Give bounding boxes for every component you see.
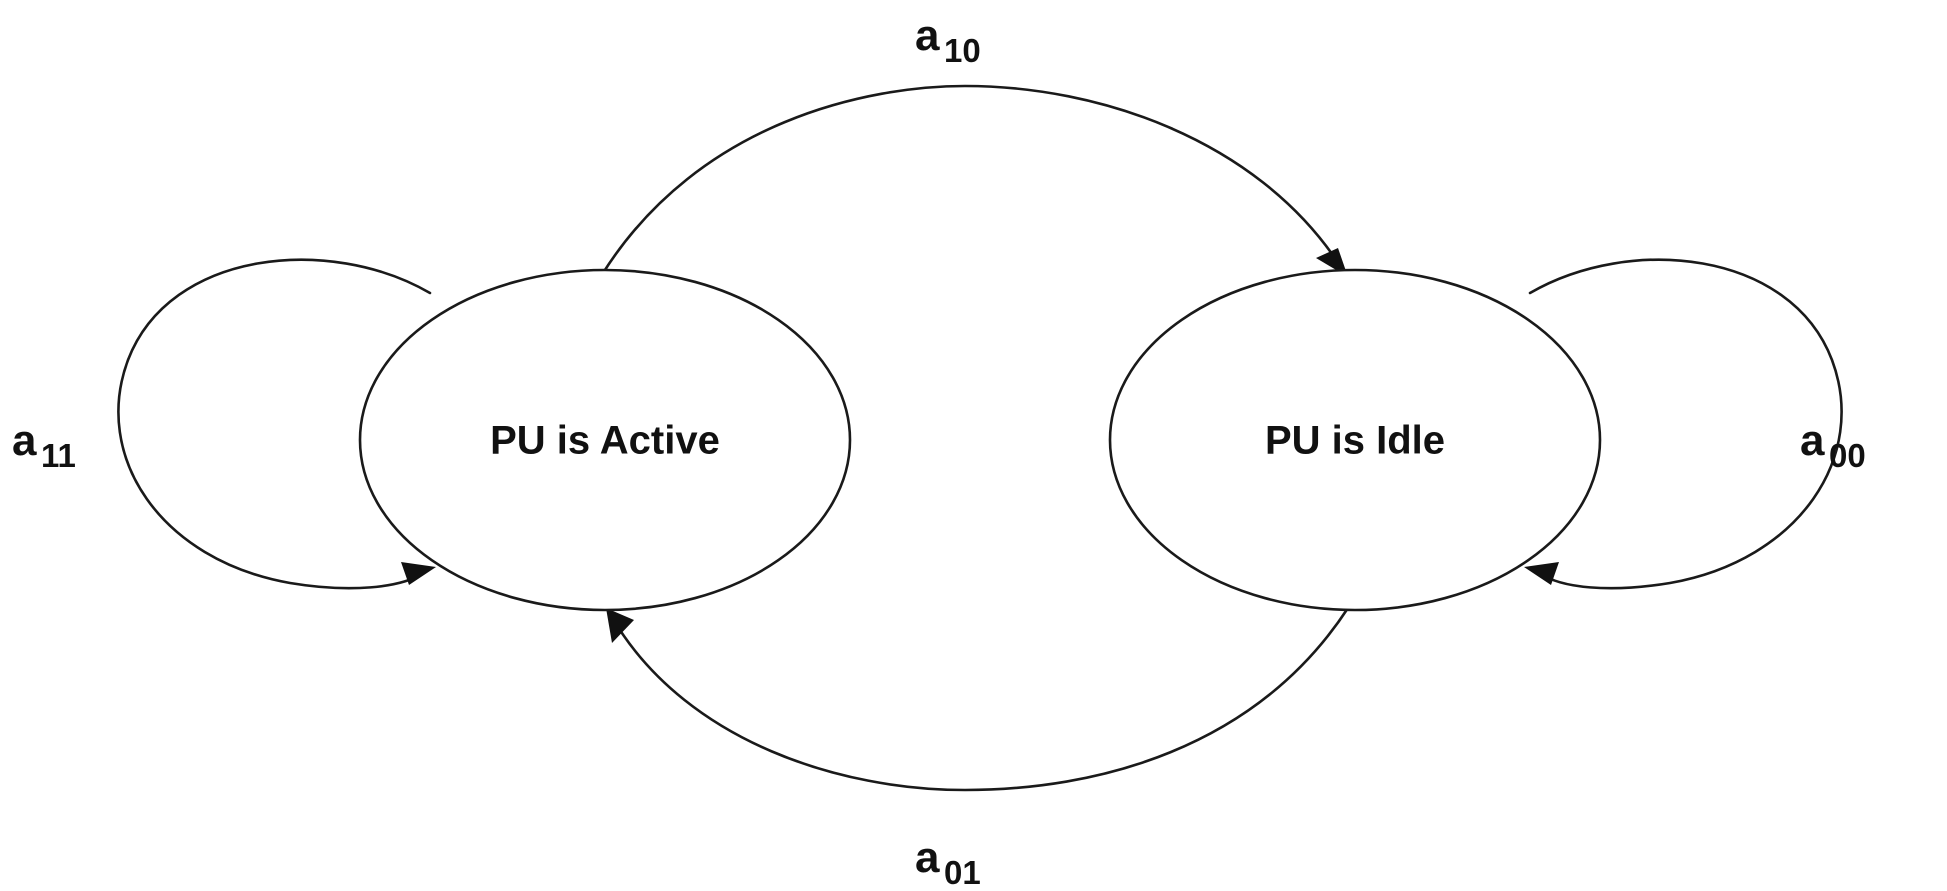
transition-a00-label-base: a (1800, 416, 1825, 465)
transition-a00-path (1528, 258, 1843, 590)
transition-a00-arrowhead (1524, 562, 1559, 585)
transition-a01-path (614, 606, 1350, 792)
transition-a11-label-subscript: 11 (41, 437, 76, 474)
state-node-idle-shape (1108, 268, 1602, 612)
transition-a01[interactable] (606, 606, 1350, 792)
transition-a11-label: a 11 (12, 416, 76, 474)
transition-a00-label: a 00 (1800, 416, 1866, 474)
transition-a11-path (117, 258, 432, 590)
transition-a00-label-subscript: 00 (1829, 437, 1866, 474)
transition-a01-label-base: a (915, 833, 940, 882)
state-node-idle[interactable]: PU is Idle (1108, 268, 1602, 612)
transition-a01-label: a 01 (915, 833, 981, 891)
state-node-idle-label: PU is Idle (1265, 419, 1445, 463)
transition-a11-arrowhead (401, 562, 436, 585)
transition-a01-arrowhead (606, 608, 634, 643)
transition-a00[interactable] (1524, 258, 1843, 590)
state-node-active[interactable]: PU is Active (358, 268, 852, 612)
transition-a10-label: a 10 (915, 11, 981, 69)
transition-a11-label-base: a (12, 416, 37, 465)
transition-a10-label-subscript: 10 (944, 32, 981, 69)
state-node-active-shape (358, 268, 852, 612)
transition-a10-label-base: a (915, 11, 940, 60)
transition-a10[interactable] (601, 84, 1348, 277)
state-node-active-label: PU is Active (490, 419, 720, 463)
transition-a10-path (601, 84, 1339, 275)
transition-a11[interactable] (117, 258, 436, 590)
transition-a01-label-subscript: 01 (944, 854, 981, 891)
